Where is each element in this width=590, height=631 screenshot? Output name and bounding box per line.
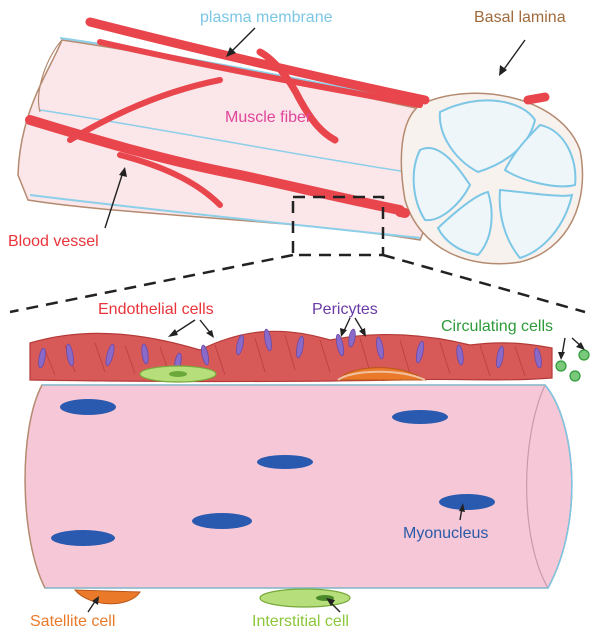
label-satellite-cell: Satellite cell (30, 613, 115, 630)
muscle-fiber-cylinder (25, 385, 572, 588)
label-pericytes: Pericytes (312, 301, 378, 318)
label-circulating-cells: Circulating cells (441, 318, 553, 335)
muscle-bundle-illustration (18, 22, 583, 264)
label-endothelial-cells: Endothelial cells (98, 301, 214, 318)
label-blood-vessel: Blood vessel (8, 233, 99, 250)
label-muscle-fiber: Muscle fiber (225, 109, 312, 126)
label-interstitial-cell: Interstitial cell (252, 613, 349, 630)
interstitial-cell-shape (260, 589, 350, 607)
label-plasma-membrane: plasma membrane (200, 9, 333, 26)
label-myonucleus: Myonucleus (403, 525, 488, 542)
label-basal-lamina: Basal lamina (474, 9, 566, 26)
bundle-cross-section (401, 93, 582, 263)
satellite-cell-shape (75, 590, 140, 604)
capillary (30, 329, 552, 382)
